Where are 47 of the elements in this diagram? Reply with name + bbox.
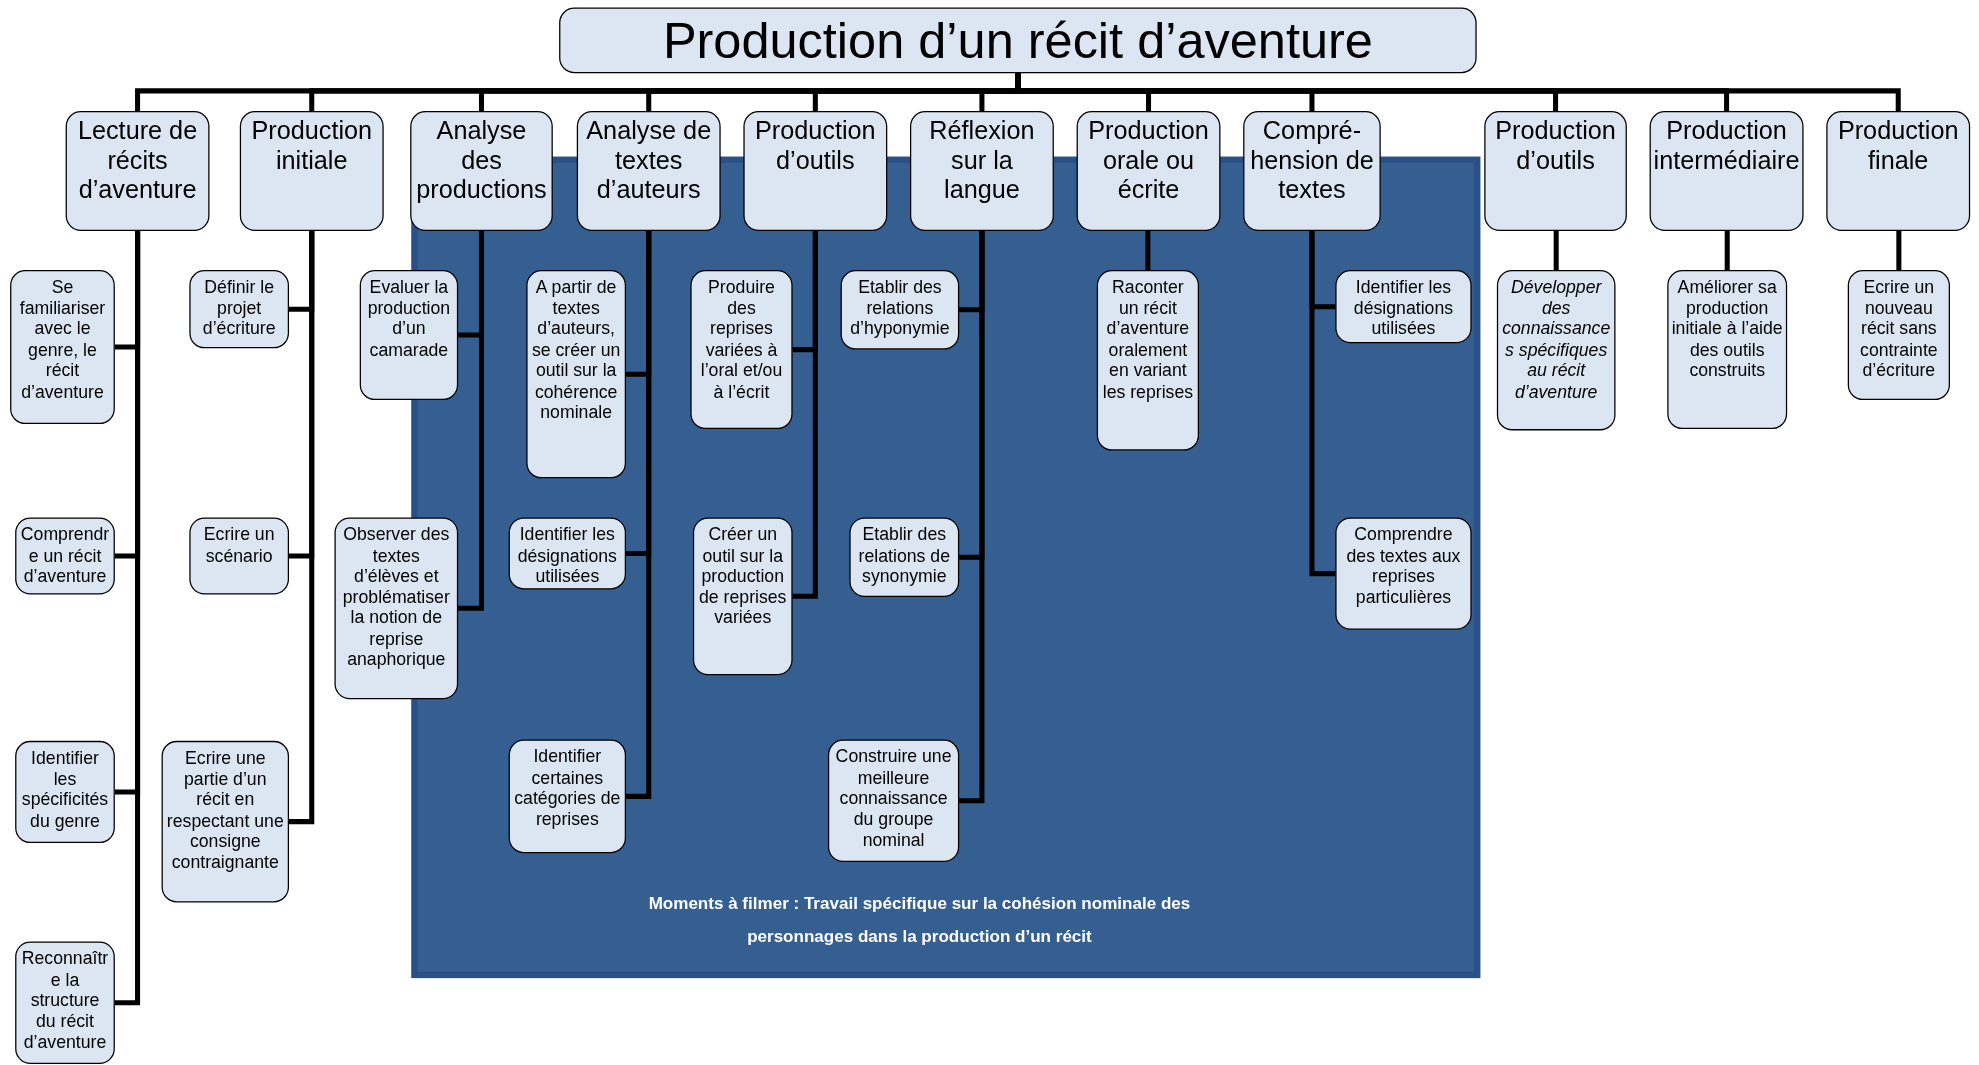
phase-box: Lecture de récits d’aventure xyxy=(65,111,210,231)
connector-line xyxy=(1309,230,1336,577)
phase-box: Production finale xyxy=(1826,111,1971,231)
connector-line xyxy=(1724,230,1730,271)
connector-line xyxy=(458,230,485,611)
activity-box: Ecrire une partie d’un récit en respectant une consigne contraignante xyxy=(161,740,289,903)
activity-box: Comprendre un récit d’aventure xyxy=(15,517,115,595)
activity-box: Identifier certaines catégories de reprises xyxy=(508,739,626,854)
phase-box: Production d’outils xyxy=(1484,111,1627,231)
activity-box: Etablir des relations d’hyponymie xyxy=(840,270,960,350)
activity-box: Identifier les spécificités du genre xyxy=(15,740,115,844)
connector-line xyxy=(289,230,315,825)
activity-box: Identifier les désignations utilisées xyxy=(508,517,626,590)
activity-box: A partir de textes d’auteurs, se créer un outil sur la cohérence nominale xyxy=(526,270,626,479)
activity-box: Définir le projet d’écriture xyxy=(189,270,289,349)
activity-box: Construire une meilleure connaissance du groupe nominal xyxy=(827,739,960,863)
activity-box: Produire des reprises variées à l’oral et/ou à l’écrit xyxy=(690,270,793,430)
phase-box: Production orale ou écrite xyxy=(1076,111,1221,231)
panel-caption: Moments à filmer : Travail spécifique sur la cohésion nominale des personnages dans la production d’un récit xyxy=(647,892,1192,948)
activity-box: Observer des textes d’élèves et problématiser la notion de reprise anaphorique xyxy=(334,517,459,700)
activity-box: Se familiariser avec le genre, le récit d’aventure xyxy=(10,270,115,425)
title-box: Production d’un récit d’aventure xyxy=(559,7,1477,74)
connector-line xyxy=(1145,230,1151,271)
phase-box: Compré-hension de textes xyxy=(1243,111,1381,231)
connector-line xyxy=(959,230,985,804)
activity-box: Créer un outil sur la production de reprises variées xyxy=(692,517,793,676)
activity-box: Raconter un récit d’aventure oralement en variant les reprises xyxy=(1096,270,1199,451)
activity-box: Améliorer sa production initiale à l’aide des outils construits xyxy=(1667,270,1788,430)
phase-box: Analyse de textes d’auteurs xyxy=(576,111,721,231)
connector-line xyxy=(1896,230,1902,271)
activity-box: Evaluer la production d’un camarade xyxy=(359,270,459,401)
phase-box: Production initiale xyxy=(239,111,384,231)
activity-box: Développer des connaissances spécifiques au récit d’aventure xyxy=(1496,270,1616,431)
activity-box: Ecrire un scénario xyxy=(189,517,289,595)
phase-box: Production d’outils xyxy=(743,111,888,231)
phase-box: Réflexion sur la langue xyxy=(910,111,1054,231)
connector-line xyxy=(1553,230,1559,271)
connector-line xyxy=(114,230,141,1006)
phase-box: Analyse des productions xyxy=(410,111,553,231)
activity-box: Reconnaître la structure du récit d’aventure xyxy=(15,941,115,1064)
connector-line xyxy=(626,230,652,799)
activity-box: Etablir des relations de synonymie xyxy=(849,517,960,597)
connector-line xyxy=(792,230,818,599)
activity-box: Ecrire un nouveau récit sans contrainte d’écriture xyxy=(1847,270,1950,401)
activity-box: Comprendre des textes aux reprises particulières xyxy=(1335,517,1472,630)
activity-box: Identifier les désignations utilisées xyxy=(1335,270,1472,344)
phase-box: Production intermédiaire xyxy=(1649,111,1804,231)
